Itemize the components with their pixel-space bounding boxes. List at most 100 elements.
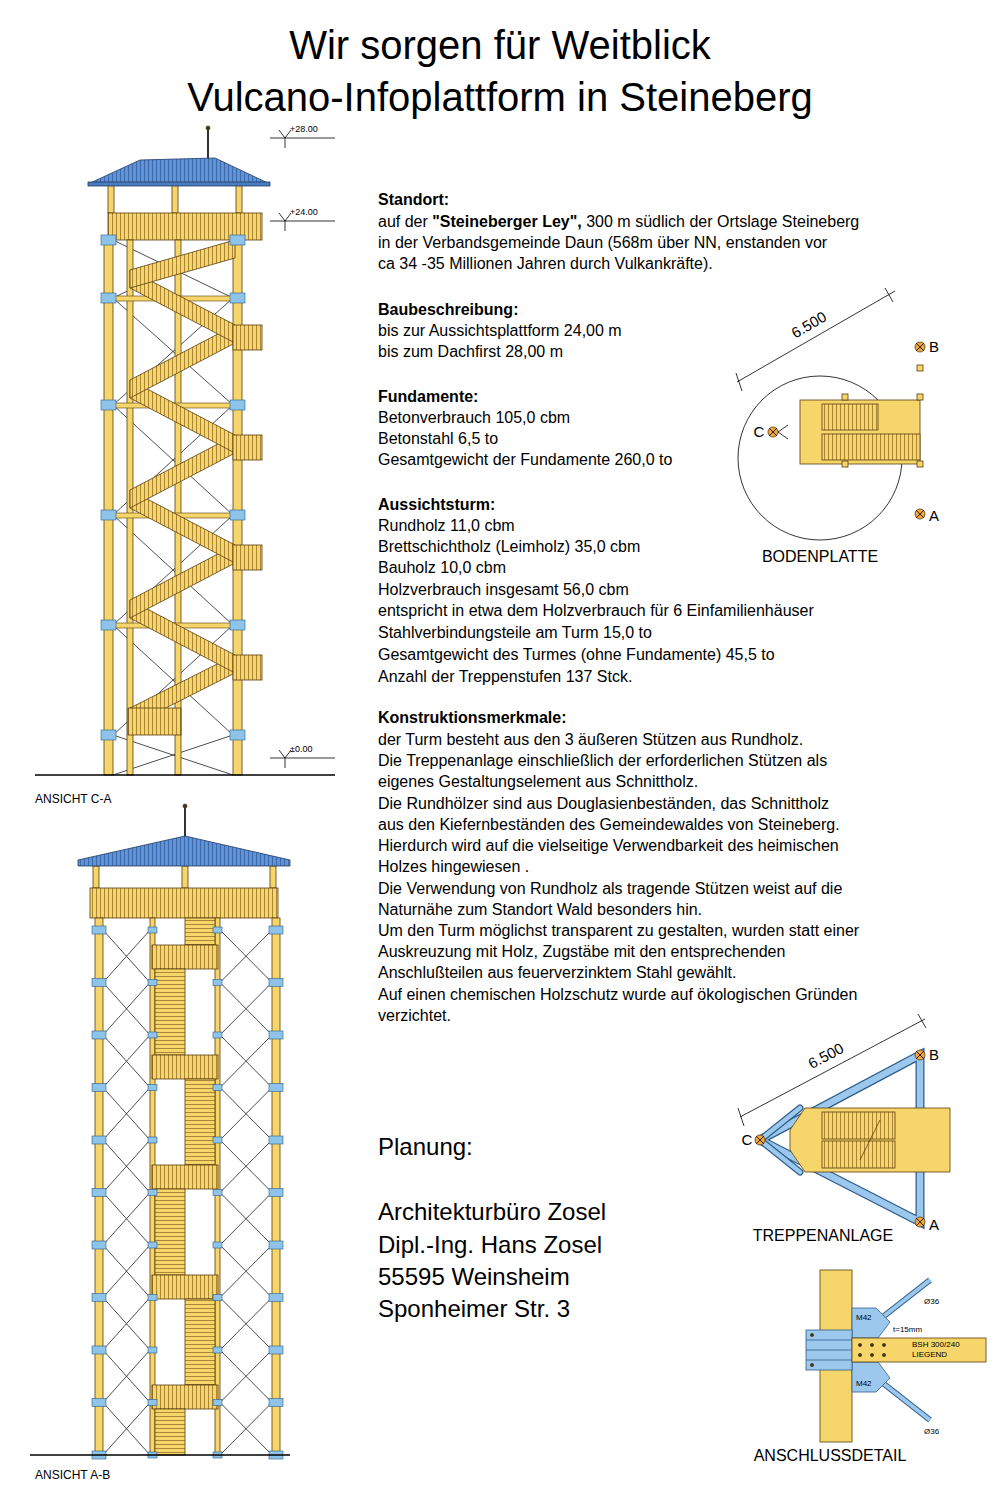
gusset-plate bbox=[852, 1362, 890, 1392]
stair-flight bbox=[130, 380, 235, 453]
stair-flight bbox=[155, 1409, 185, 1455]
column-point bbox=[916, 1051, 924, 1059]
planning-heading: Planung: bbox=[378, 1133, 473, 1161]
steel-joint bbox=[148, 1190, 157, 1196]
platform-railing bbox=[90, 888, 278, 918]
cabin-post bbox=[270, 866, 276, 888]
stair-footprint bbox=[790, 1108, 950, 1172]
column-point bbox=[778, 432, 788, 439]
drawing-title: TREPPENANLAGE bbox=[753, 1227, 893, 1245]
column-point bbox=[756, 1136, 764, 1144]
steel-joint bbox=[213, 980, 222, 986]
tension-rod bbox=[103, 1403, 150, 1456]
level-line bbox=[285, 758, 286, 768]
body-text: Die Rundhölzer sind aus Douglasienbestän… bbox=[378, 795, 829, 813]
section-heading: Konstruktionsmerkmale: bbox=[378, 709, 567, 727]
tension-rod bbox=[103, 1088, 150, 1141]
detail-label: t=15mm bbox=[893, 1325, 922, 1334]
elevation-view bbox=[88, 126, 270, 240]
drawing-title: BODENPLATTE bbox=[762, 548, 878, 566]
column-point bbox=[915, 509, 925, 519]
column-point bbox=[755, 1135, 765, 1145]
elevation-mark: ±0.00 bbox=[290, 744, 312, 754]
body-text: bis zur Aussichtsplattform 24,00 m bbox=[378, 322, 622, 340]
tension-rod bbox=[220, 930, 272, 983]
ground-line bbox=[35, 774, 335, 775]
cabin-post bbox=[182, 866, 188, 888]
stair-flight bbox=[822, 404, 878, 430]
dimension-label: 6.500 bbox=[805, 1040, 846, 1073]
tension-rod bbox=[103, 1403, 150, 1456]
level-line bbox=[270, 138, 335, 139]
body-text: Naturnähe zum Standort Wald besonders hi… bbox=[378, 901, 702, 919]
tension-rod bbox=[103, 983, 150, 1036]
steel-joint bbox=[92, 1399, 106, 1407]
tower-post bbox=[104, 240, 113, 775]
steel-joint bbox=[213, 1295, 222, 1301]
tower-structure bbox=[101, 235, 262, 775]
column-point bbox=[916, 510, 924, 518]
body-text: Um den Turm möglichst transparent zu ges… bbox=[378, 922, 859, 940]
steel-joint bbox=[92, 1294, 106, 1302]
tension-rod bbox=[220, 1140, 272, 1193]
tension-rod bbox=[220, 1088, 272, 1141]
tension-rod bbox=[103, 1035, 150, 1088]
detail-label: LIEGEND bbox=[912, 1350, 947, 1359]
tension-rod bbox=[884, 1280, 930, 1316]
steel-joint bbox=[213, 1347, 222, 1353]
stair-landing bbox=[233, 545, 262, 570]
tower-structure bbox=[92, 918, 283, 1459]
body-text: Gesamtgewicht des Turmes (ohne Fundament… bbox=[378, 646, 775, 664]
level-symbol bbox=[279, 750, 291, 758]
tension-rod bbox=[220, 1140, 272, 1193]
point-label: B bbox=[929, 338, 939, 355]
steel-joint bbox=[92, 1346, 106, 1354]
tension-rod bbox=[220, 983, 272, 1036]
steel-joint bbox=[92, 1241, 106, 1249]
point-label: A bbox=[929, 507, 939, 524]
tension-rod bbox=[884, 1384, 930, 1420]
tension-rod bbox=[220, 1245, 272, 1298]
point-label: A bbox=[929, 1216, 939, 1233]
tension-rod bbox=[220, 1193, 272, 1246]
dimension-tick bbox=[885, 288, 893, 302]
address-text: 55595 Weinsheim bbox=[378, 1263, 570, 1291]
cabin-post bbox=[108, 183, 114, 213]
drawing-title: ANSCHLUSSDETAIL bbox=[754, 1447, 907, 1465]
body-text: Betonstahl 6,5 to bbox=[378, 430, 498, 448]
tension-rod bbox=[103, 1298, 150, 1351]
tension-rod bbox=[103, 930, 150, 983]
tension-rod bbox=[103, 1350, 150, 1403]
bolt bbox=[810, 1363, 813, 1366]
tension-rod bbox=[103, 1035, 150, 1088]
stair-flight bbox=[822, 434, 920, 460]
stair-flight bbox=[155, 969, 185, 1055]
body-text: aus den Kiefernbeständen des Gemeindewal… bbox=[378, 816, 840, 834]
stair-flight bbox=[185, 918, 215, 945]
steel-plate bbox=[806, 1350, 852, 1351]
column-point bbox=[769, 428, 777, 436]
antenna bbox=[183, 804, 187, 808]
body-text: Auf einen chemischen Holzschutz wurde au… bbox=[378, 986, 857, 1004]
steel-joint bbox=[92, 1084, 106, 1092]
poster-subtitle: Vulcano-Infoplattform in Steineberg bbox=[187, 74, 813, 120]
roof-edge bbox=[88, 182, 270, 186]
detail-label: Ø36 bbox=[924, 1297, 939, 1306]
steel-joint bbox=[148, 1295, 157, 1301]
level-marks bbox=[270, 130, 335, 768]
body-text: Rundholz 11,0 cbm bbox=[378, 517, 515, 535]
post-base bbox=[917, 461, 923, 467]
bolt bbox=[858, 1353, 861, 1356]
cabin-post bbox=[93, 866, 99, 888]
section-heading: Aussichtsturm: bbox=[378, 496, 495, 514]
body-text: Auskreuzung mit Holz, Zugstäbe mit den e… bbox=[378, 943, 785, 961]
bolt bbox=[882, 1353, 885, 1356]
section-heading: Standort: bbox=[378, 191, 449, 209]
cabin-post bbox=[172, 183, 178, 213]
stair-flight bbox=[130, 545, 235, 618]
antenna bbox=[207, 128, 209, 160]
address-text: Architekturbüro Zosel bbox=[378, 1198, 606, 1226]
steel-joint bbox=[92, 979, 106, 987]
body-text: Brettschichtholz (Leimholz) 35,0 cbm bbox=[378, 538, 640, 556]
post-base bbox=[842, 394, 848, 400]
